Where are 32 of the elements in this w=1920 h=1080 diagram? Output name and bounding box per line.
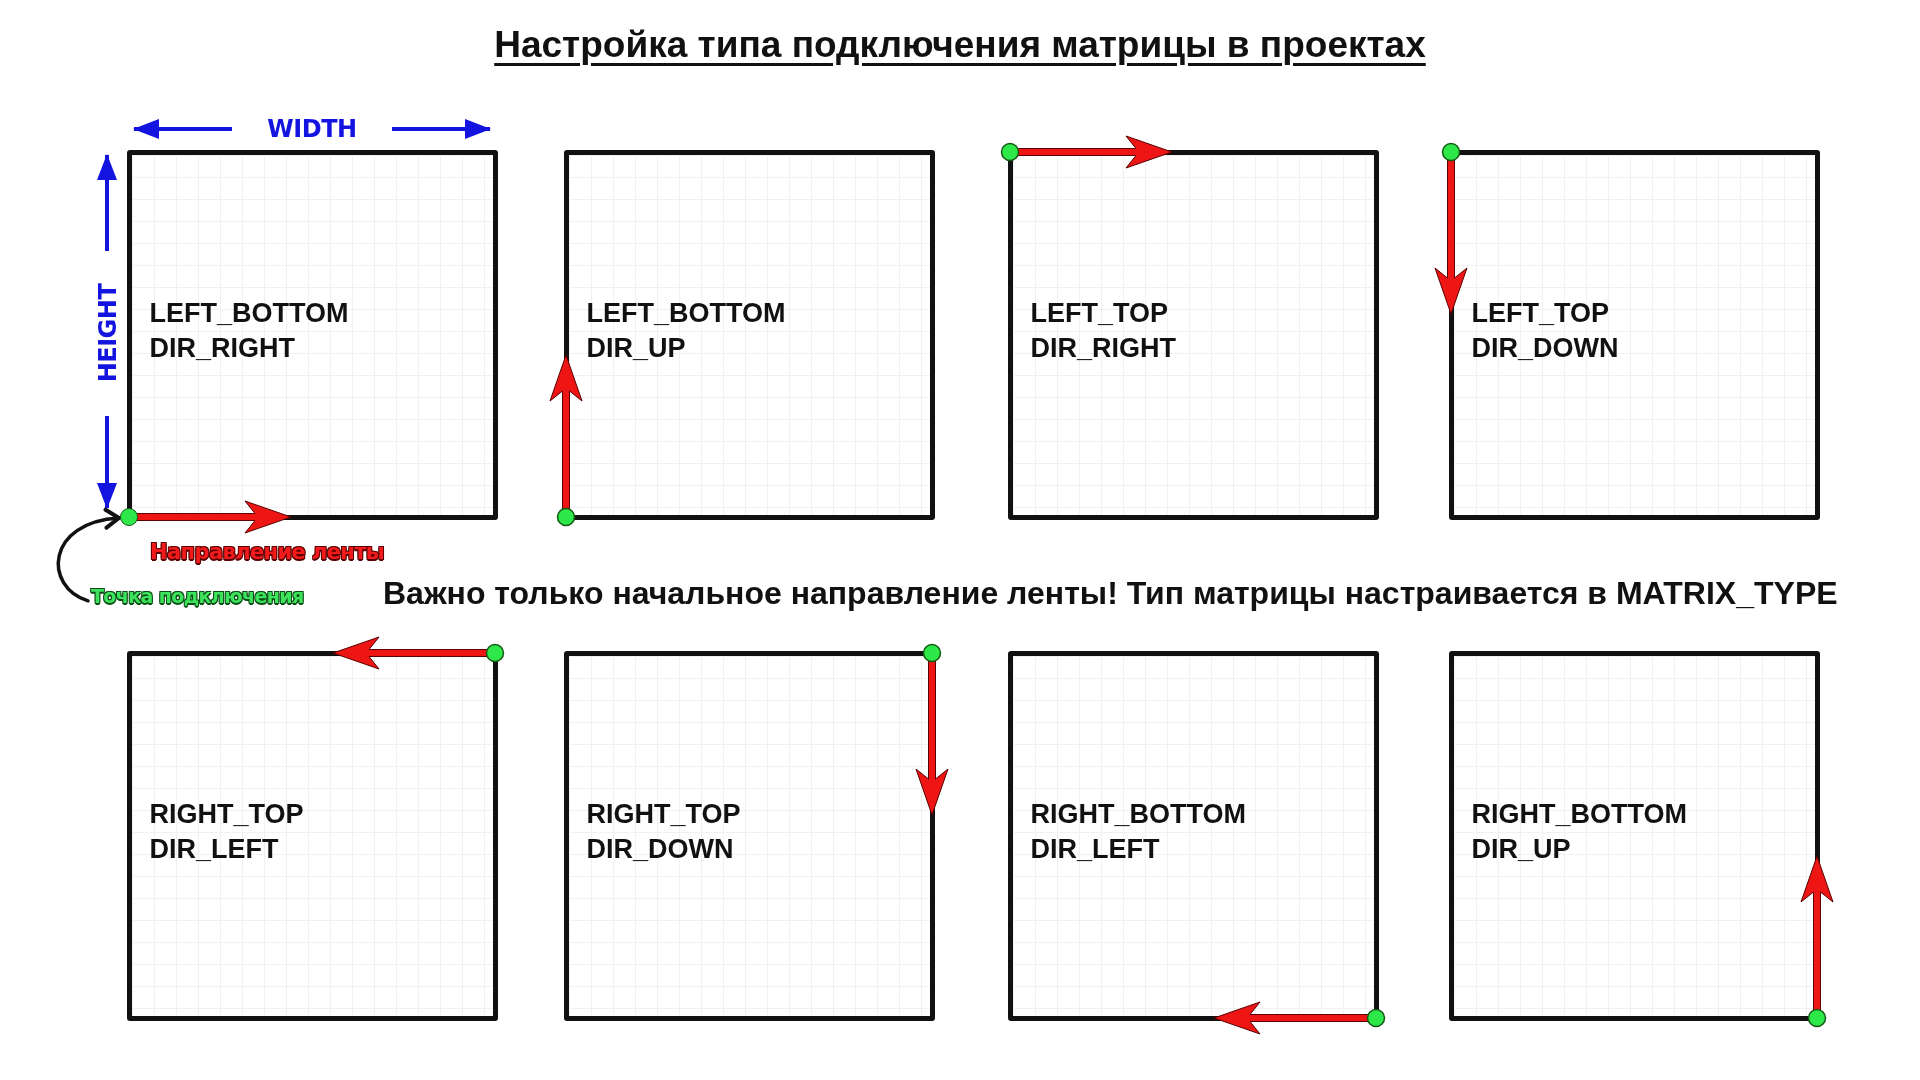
matrix-setting-label: RIGHT_BOTTOM [1030,797,1246,831]
annotation-label: Направление ленты [150,540,385,564]
matrix-panel [1007,149,1379,520]
matrix-setting-label: DIR_RIGHT [1030,331,1176,365]
title: Настройка типа подключения матрицы в проектах [494,24,1426,66]
matrix-setting-label: DIR_LEFT [149,832,279,866]
matrix-panel [563,149,935,520]
matrix-panel [126,149,498,520]
matrix-setting-label: LEFT_BOTTOM [586,296,786,330]
matrix-setting-label: LEFT_TOP [1471,296,1610,330]
matrix-setting-label: LEFT_TOP [1030,296,1169,330]
matrix-setting-label: DIR_RIGHT [149,331,295,365]
matrix-setting-label: RIGHT_TOP [149,797,304,831]
matrix-setting-label: DIR_LEFT [1030,832,1160,866]
matrix-panel [1007,650,1379,1021]
matrix-setting-label: RIGHT_BOTTOM [1471,797,1687,831]
matrix-panel [563,650,935,1021]
matrix-panel [1448,650,1820,1021]
matrix-setting-label: DIR_UP [586,331,686,365]
note-text: Важно только начальное направление ленты! Тип матрицы настраивается в MATRIX_TYPE [383,574,1838,612]
matrix-setting-label: DIR_UP [1471,832,1571,866]
matrix-panel [126,650,498,1021]
annotation-label: Точка подключения [91,585,304,607]
matrix-setting-label: DIR_DOWN [586,832,734,866]
curved-arrow [56,508,121,603]
dimension-label: WIDTH [267,115,357,143]
matrix-setting-label: DIR_DOWN [1471,331,1619,365]
dimension-label: HEIGHT [94,283,122,383]
connection-dot-icon [120,508,138,526]
matrix-setting-label: RIGHT_TOP [586,797,741,831]
matrix-panel [1448,149,1820,520]
matrix-setting-label: LEFT_BOTTOM [149,296,349,330]
